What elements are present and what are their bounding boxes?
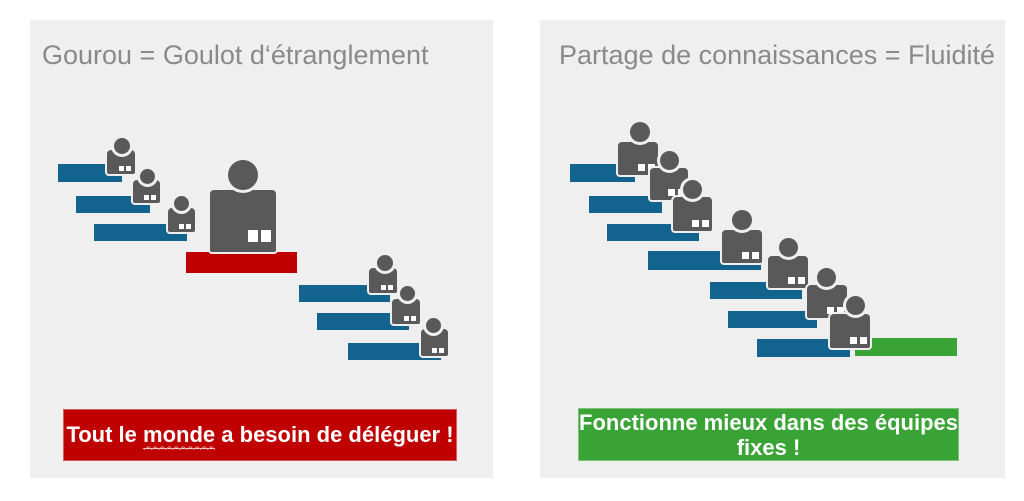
right-caption-banner: Fonctionne mieux dans des équipes fixes … <box>578 408 959 461</box>
left-panel: Gourou = Goulot d‘étranglement Tout le m… <box>30 20 493 478</box>
caption-line-1: Fonctionne mieux dans des équipes <box>579 409 958 435</box>
pocket-square <box>668 189 675 196</box>
pocket-square <box>186 224 191 229</box>
person-head <box>400 286 415 301</box>
person-head <box>817 268 836 287</box>
pocket-square <box>850 337 857 344</box>
bar-blue <box>58 164 122 182</box>
pocket-square <box>388 285 393 290</box>
left-caption-banner: Tout le monde a besoin de déléguer ! <box>63 409 457 461</box>
pocket-square <box>151 195 156 200</box>
knowledge-sharing-diagram <box>540 20 1005 478</box>
person-head <box>779 238 798 257</box>
bar-blue <box>728 311 817 328</box>
person-head <box>846 296 865 315</box>
pocket-square <box>248 230 258 242</box>
bar-blue <box>589 196 662 213</box>
pocket-square <box>752 252 759 259</box>
pocket-square <box>702 220 709 227</box>
pocket-square <box>692 220 699 227</box>
bar-blue <box>348 343 441 360</box>
pocket-square <box>261 230 271 242</box>
right-panel-title: Partage de connaissances = Fluidité <box>559 40 996 70</box>
pocket-square <box>827 307 834 314</box>
person-body <box>392 299 420 324</box>
person-body <box>650 168 688 200</box>
person-body <box>421 329 448 356</box>
bar-blue <box>317 313 409 330</box>
pocket-square <box>404 316 409 321</box>
caption-line-2: fixes ! <box>736 434 801 460</box>
person-head <box>174 196 189 211</box>
person-head <box>630 122 650 142</box>
person-body <box>807 285 847 318</box>
pocket-square <box>119 166 124 171</box>
bar-blue <box>76 196 150 213</box>
person-head <box>426 318 441 333</box>
pocket-square <box>638 164 645 171</box>
person-body <box>133 180 160 203</box>
pocket-square <box>411 316 416 321</box>
pocket-square <box>432 348 437 353</box>
bar-green <box>855 338 957 356</box>
left-panel-title: Gourou = Goulot d‘étranglement <box>42 40 429 70</box>
person-body <box>168 208 195 232</box>
pocket-square <box>788 277 795 284</box>
pocket-square <box>439 348 444 353</box>
person-head <box>228 160 258 190</box>
guru-bottleneck-diagram <box>30 20 493 478</box>
caption-suffix: a besoin de déléguer ! <box>215 422 454 447</box>
person-body <box>673 197 712 231</box>
person-head <box>140 169 155 184</box>
pocket-square <box>381 285 386 290</box>
caption-prefix: Tout le <box>66 422 144 447</box>
pocket-square <box>126 166 131 171</box>
person-head <box>660 151 679 170</box>
caption-underlined-word: monde <box>143 421 216 449</box>
person-body <box>107 150 135 174</box>
person-head <box>377 255 393 271</box>
pocket-square <box>860 337 867 344</box>
bar-blue <box>757 339 850 357</box>
right-panel: Partage de connaissances = Fluidité Fonc… <box>540 20 1005 478</box>
bar-red <box>186 252 297 273</box>
person-head <box>114 138 130 154</box>
person-body <box>369 268 397 293</box>
pocket-square <box>798 277 805 284</box>
pocket-square <box>648 164 655 171</box>
pocket-square <box>179 224 184 229</box>
person-body <box>722 230 762 263</box>
bar-blue <box>299 285 390 302</box>
person-body <box>210 190 276 252</box>
person-body <box>830 314 870 348</box>
person-head <box>732 210 752 230</box>
person-head <box>683 180 702 199</box>
pocket-square <box>678 189 685 196</box>
person-body <box>768 256 808 288</box>
pocket-square <box>742 252 749 259</box>
pocket-square <box>144 195 149 200</box>
pocket-square <box>837 307 844 314</box>
bar-blue <box>94 224 187 241</box>
